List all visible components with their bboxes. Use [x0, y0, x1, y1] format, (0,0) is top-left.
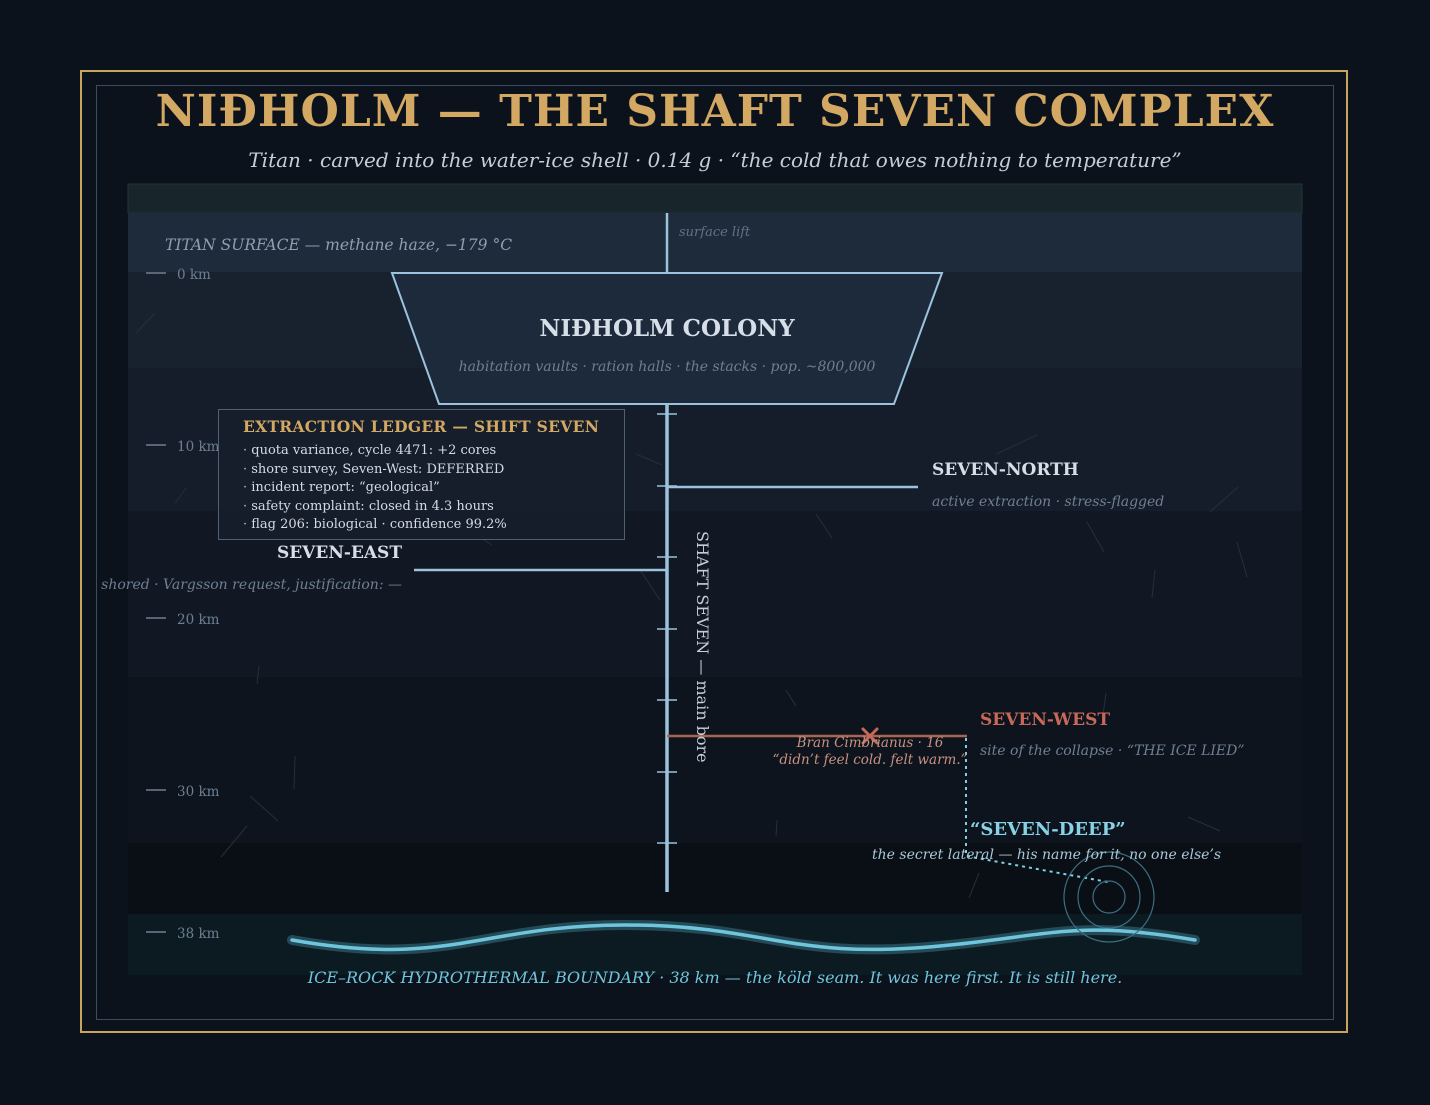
surface-lift-label: surface lift [679, 225, 751, 240]
depth-label-0: 0 km [177, 267, 211, 283]
surface-label: TITAN SURFACE — methane haze, −179 °C [165, 236, 513, 254]
stratum-haze [127, 183, 1303, 214]
shaft-label: SHAFT SEVEN — main bore [693, 531, 712, 763]
depth-label-20: 20 km [177, 612, 220, 628]
stratum-ice-3 [128, 677, 1302, 843]
seven-west-note: site of the collapse · “THE ICE LIED” [980, 743, 1245, 759]
seven-east-note: shored · Vargsson request, justification… [101, 577, 402, 593]
depth-label-38: 38 km [177, 926, 220, 942]
extraction-ledger: EXTRACTION LEDGER — SHIFT SEVEN quota va… [218, 409, 625, 540]
colony-name: NIÐHOLM COLONY [539, 315, 795, 342]
ledger-title: EXTRACTION LEDGER — SHIFT SEVEN [243, 417, 600, 436]
seven-west-name: SEVEN-WEST [980, 710, 1111, 730]
ledger-item: incident report: “geological” [243, 479, 507, 498]
ledger-item: quota variance, cycle 4471: +2 cores [243, 442, 507, 461]
depth-label-10: 10 km [177, 439, 220, 455]
stratum-deep-ice [128, 843, 1302, 914]
outer-frame [80, 70, 1348, 1033]
depth-scale [146, 272, 166, 933]
seven-north-note: active extraction · stress-flagged [932, 494, 1165, 510]
ice-cracks [135, 312, 1248, 899]
colony-vault-shape [390, 272, 944, 405]
ledger-list: quota variance, cycle 4471: +2 cores sho… [243, 442, 507, 535]
seven-deep-note: the secret lateral — his name for it, no… [872, 847, 1222, 863]
colony-description: habitation vaults · ration halls · the s… [458, 359, 876, 375]
ledger-item: safety complaint: closed in 4.3 hours [243, 498, 507, 517]
casualty-quote: “didn’t feel cold. felt warm.” [772, 752, 968, 768]
ledger-item: shore survey, Seven-West: DEFERRED [243, 461, 507, 480]
diagram-title: NIÐHOLM — THE SHAFT SEVEN COMPLEX [155, 86, 1275, 137]
seven-east-name: SEVEN-EAST [276, 543, 402, 563]
casualty-name: Bran Cimbrianus · 16 [796, 735, 944, 751]
collapse-x-icon [861, 727, 879, 745]
depth-label-30: 30 km [177, 784, 220, 800]
seven-deep-name: “SEVEN-DEEP” [970, 819, 1126, 840]
kold-seam [290, 923, 1197, 952]
diagram-subtitle: Titan · carved into the water-ice shell … [248, 148, 1182, 172]
warmth-rings-icon [1063, 851, 1155, 943]
ledger-item: flag 206: biological · confidence 99.2% [243, 516, 507, 535]
boundary-label: ICE–ROCK HYDROTHERMAL BOUNDARY · 38 km —… [307, 968, 1123, 987]
stratum-surface [128, 213, 1302, 272]
inner-frame [96, 85, 1334, 1020]
seven-north-name: SEVEN-NORTH [932, 460, 1079, 480]
